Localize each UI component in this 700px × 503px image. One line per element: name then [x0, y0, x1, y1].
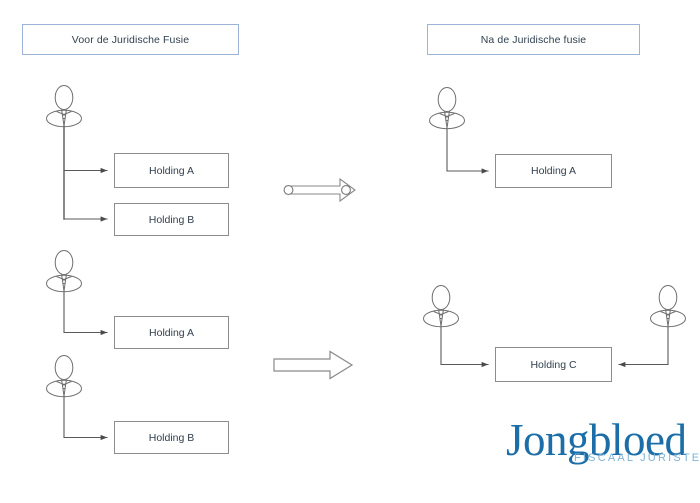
holding-box-after-c[interactable]: Holding C [495, 347, 612, 382]
holding-box-before-a1[interactable]: Holding A [114, 153, 229, 188]
jongbloed-logo: Jongbloed FISCAAL JURISTEN [506, 415, 700, 474]
person-icon-after-owner-2-left[interactable] [418, 280, 464, 332]
person-icon-before-owner-2b[interactable] [41, 350, 87, 402]
person-icon-before-owner-1[interactable] [41, 80, 87, 132]
holding-label: Holding B [148, 431, 195, 444]
transition-arrow-selected[interactable] [283, 177, 363, 203]
holding-label: Holding A [149, 326, 194, 339]
person-icon-after-owner-1[interactable] [424, 82, 470, 134]
holding-label: Holding A [149, 164, 194, 177]
header-box-after[interactable]: Na de Juridische fusie [427, 24, 640, 55]
logo-wordmark: Jongbloed [506, 415, 687, 465]
person-icon-before-owner-2a[interactable] [41, 245, 87, 297]
holding-box-after-a[interactable]: Holding A [495, 154, 612, 188]
holding-box-before-b2[interactable]: Holding B [114, 421, 229, 454]
header-label-after: Na de Juridische fusie [480, 33, 587, 46]
person-icon-after-owner-2-right[interactable] [645, 280, 691, 332]
header-box-before[interactable]: Voor de Juridische Fusie [22, 24, 239, 55]
holding-box-before-a2[interactable]: Holding A [114, 316, 229, 349]
transition-arrow-block[interactable] [272, 349, 356, 381]
logo-tagline: FISCAAL JURISTEN [574, 452, 700, 464]
holding-label: Holding A [531, 165, 576, 177]
holding-box-before-b1[interactable]: Holding B [114, 203, 229, 236]
holding-label: Holding C [530, 358, 577, 371]
header-label-before: Voor de Juridische Fusie [71, 33, 190, 46]
holding-label: Holding B [148, 213, 195, 226]
